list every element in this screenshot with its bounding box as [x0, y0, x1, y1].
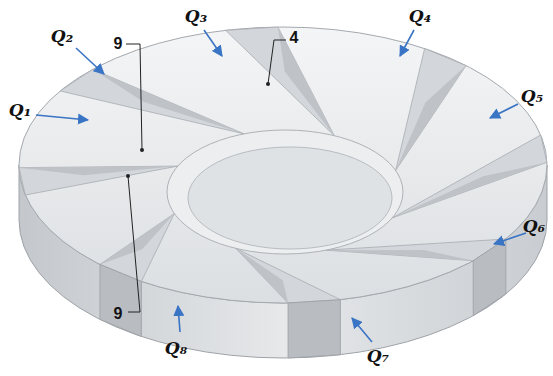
flow-label: Q₁	[9, 102, 31, 119]
slot-shade	[396, 66, 466, 171]
slot-face	[226, 27, 335, 136]
slot-shade	[278, 27, 334, 136]
slot-face	[392, 135, 547, 218]
slot-opening	[288, 300, 340, 358]
inlet-slots	[19, 27, 547, 358]
flow-label: Q₄	[409, 8, 431, 25]
slot-shade	[100, 214, 174, 265]
slot-shade	[93, 69, 244, 134]
leader-lines	[126, 40, 286, 312]
slot-face	[236, 248, 341, 303]
slot-opening	[100, 264, 141, 336]
flow-label: Q₆	[523, 218, 545, 235]
slot-opening	[473, 239, 506, 316]
callout-number: 9	[114, 306, 123, 322]
flow-label: Q₈	[165, 340, 187, 357]
slot-shade	[236, 248, 288, 303]
callout-number: 9	[114, 36, 123, 52]
flow-label: Q₃	[185, 8, 207, 25]
flow-label: Q₂	[51, 28, 73, 45]
hub-ring	[167, 130, 403, 254]
leader-dots	[126, 82, 270, 178]
slot-face	[396, 49, 466, 171]
callout-number: 4	[290, 30, 299, 46]
slot-shade	[326, 250, 473, 261]
slot-face	[19, 166, 178, 195]
slot-shade	[392, 162, 547, 218]
flow-label: Q₇	[367, 348, 389, 365]
slot-shade	[19, 166, 178, 175]
hub-face	[188, 147, 392, 249]
flow-arrows	[36, 30, 526, 342]
disc-top-face	[19, 27, 547, 303]
flow-label: Q₅	[521, 88, 543, 105]
slot-face	[60, 69, 244, 134]
